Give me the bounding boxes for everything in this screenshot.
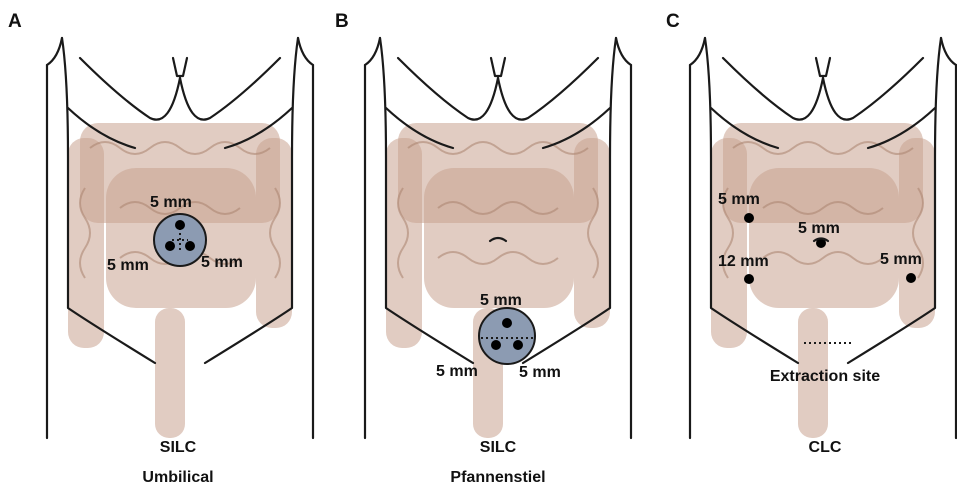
panel-caption: SILC — [480, 439, 517, 456]
extraction-site-label: Extraction site — [770, 368, 880, 385]
pfannenstiel-access-device — [479, 308, 535, 364]
port-label: 5 mm — [880, 251, 922, 268]
port-dot — [165, 241, 175, 251]
port-label: 5 mm — [519, 364, 561, 381]
port-label: 5 mm — [201, 254, 243, 271]
port-label: 5 mm — [436, 363, 478, 380]
panel-c: C 5 mm 5 mm 12 mm 5 mm Extraction site C… — [666, 11, 956, 456]
port-label: 5 mm — [107, 257, 149, 274]
panel-caption: Umbilical — [142, 469, 213, 486]
port-label: 5 mm — [150, 194, 192, 211]
port-label: 12 mm — [718, 253, 769, 270]
panel-caption: CLC — [809, 439, 842, 456]
port-label: 5 mm — [798, 220, 840, 237]
umbilical-access-device — [154, 214, 206, 266]
panel-letter-a: A — [8, 11, 22, 32]
port-dot — [491, 340, 501, 350]
panel-a: A 5 mm 5 mm 5 mm SILC Umbilical — [8, 11, 313, 486]
panel-caption: Pfannenstiel — [450, 469, 545, 486]
panel-b: B 5 mm 5 mm 5 mm SILC Pfannenstiel — [335, 11, 631, 486]
port-dot — [744, 213, 754, 223]
port-dot — [175, 220, 185, 230]
port-label: 5 mm — [480, 292, 522, 309]
port-dot — [906, 273, 916, 283]
port-dot — [502, 318, 512, 328]
port-label: 5 mm — [718, 191, 760, 208]
panel-letter-b: B — [335, 11, 349, 32]
port-dot — [744, 274, 754, 284]
panel-letter-c: C — [666, 11, 680, 32]
panel-caption: SILC — [160, 439, 197, 456]
port-dot — [513, 340, 523, 350]
port-dot — [185, 241, 195, 251]
access-disk — [479, 308, 535, 364]
